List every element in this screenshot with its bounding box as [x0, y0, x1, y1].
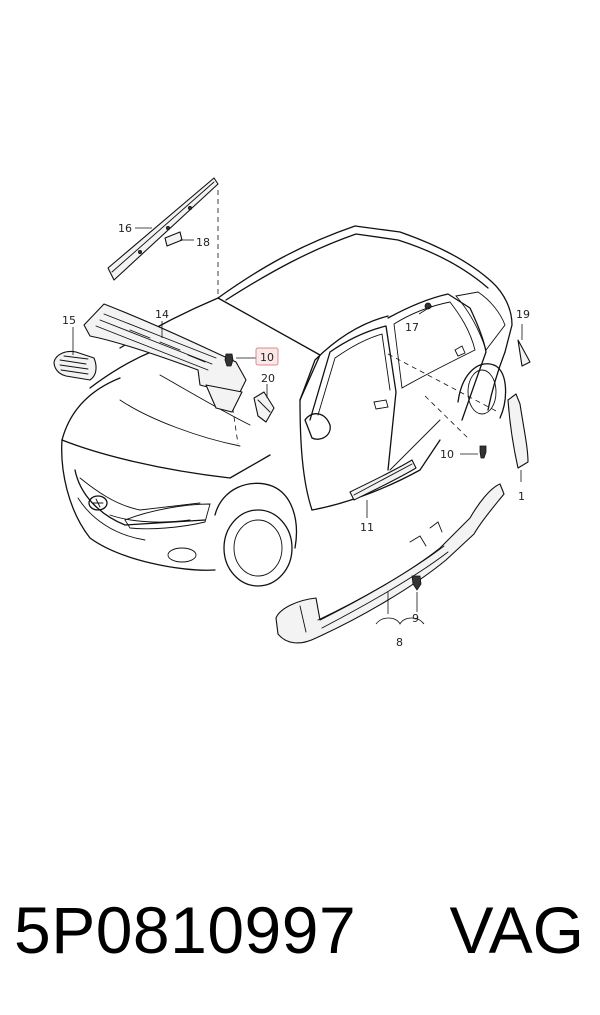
footer: 5P0810997 VAG: [0, 880, 600, 980]
label-9: 9: [412, 612, 419, 625]
part-15-vent-grille: [53, 350, 97, 381]
part-19-triangle-trim: [517, 339, 531, 367]
label-8: 8: [396, 636, 403, 649]
label-16: 16: [118, 222, 132, 235]
part-20-bracket: [253, 391, 275, 423]
part-18-clip: [164, 231, 183, 247]
label-14: 14: [155, 308, 169, 321]
part-10-clip-top: [224, 353, 234, 367]
callout-labels: 16 18 15 14 10 20 17 19 1 10 11 9 8: [62, 222, 530, 649]
parts-diagram: 16 18 15 14 10 20 17 19 1 10 11 9 8: [53, 177, 531, 649]
brand-name: VAG: [449, 893, 584, 967]
part-14-plenum-panel: [83, 303, 247, 413]
part-9-clip: [411, 575, 422, 591]
part-1-pillar-trim: [507, 393, 529, 469]
part-8-sill-panel: [275, 483, 505, 644]
label-10-right: 10: [440, 448, 454, 461]
part-10-clip-right: [479, 445, 487, 459]
label-10-top: 10: [260, 351, 274, 364]
label-11: 11: [360, 521, 374, 534]
label-1: 1: [518, 490, 525, 503]
part-16-roof-trim-strip: [107, 177, 219, 281]
highlight-box: [255, 347, 279, 366]
part-11-door-strip: [349, 459, 417, 501]
part-number: 5P0810997: [14, 893, 357, 967]
label-19: 19: [516, 308, 530, 321]
label-17: 17: [405, 321, 419, 334]
leader-lines: [72, 227, 523, 625]
label-18: 18: [196, 236, 210, 249]
label-20: 20: [261, 372, 275, 385]
car-body: [61, 190, 513, 587]
label-15: 15: [62, 314, 76, 327]
